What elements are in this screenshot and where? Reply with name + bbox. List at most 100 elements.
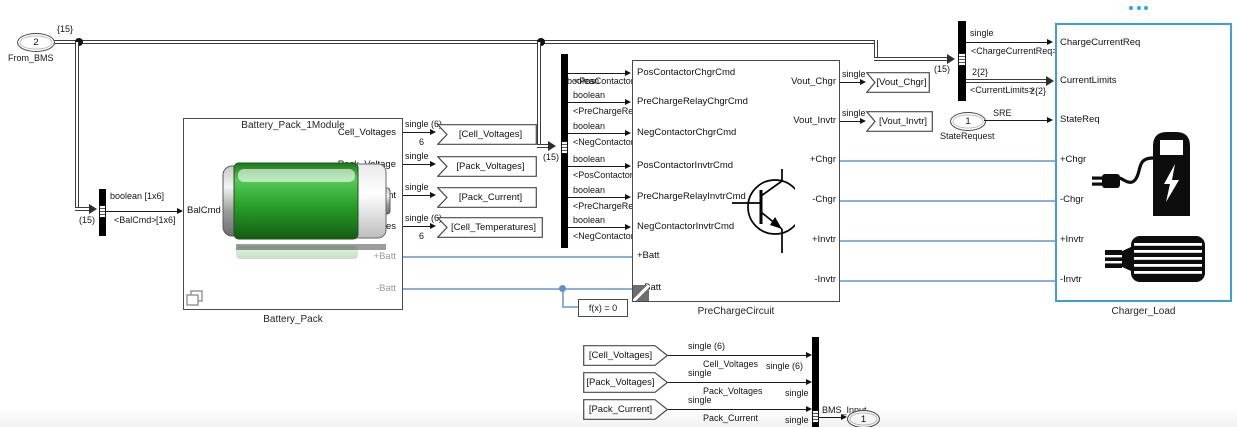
wire-precharge-relay-chgr[interactable]: [568, 102, 626, 104]
goto-label: [Cell_Voltages]: [458, 129, 523, 140]
wire-cell-temperatures[interactable]: [403, 226, 431, 228]
goto-label: [Pack_Current]: [458, 192, 523, 203]
goto-cell-temperatures[interactable]: [Cell_Temperatures]: [437, 217, 543, 238]
wire-bus-left-branch[interactable]: [75, 42, 79, 211]
inport-state-request[interactable]: 1: [950, 112, 986, 131]
bus-selector-icon: [958, 53, 966, 66]
wire-pos-contactor-chgr[interactable]: [568, 73, 626, 75]
battery-pack-name: Battery_Pack: [263, 314, 323, 325]
port-minus-chgr: -Chgr: [812, 194, 836, 205]
bus-selector-icon: [561, 141, 568, 154]
wire-current-limits[interactable]: [966, 79, 1048, 83]
wire-phys-plus-batt[interactable]: [403, 256, 632, 258]
wire-phys-solver-h[interactable]: [562, 306, 578, 308]
arrowhead: [430, 129, 436, 135]
wire-neg-contactor-chgr[interactable]: [568, 133, 626, 135]
from-pack-voltages[interactable]: [Pack_Voltages]: [583, 372, 668, 393]
wire-vout-invtr[interactable]: [840, 121, 861, 123]
bus-element-label: <ChargeCurrentReq>: [971, 46, 1058, 56]
wire-phys-minus-invtr[interactable]: [840, 280, 1055, 282]
bus-creator-icon: [812, 410, 819, 423]
wire-bus-from-bms[interactable]: [53, 40, 878, 44]
wire-neg-contactor-invtr[interactable]: [568, 227, 626, 229]
wire-pack-voltage[interactable]: [403, 164, 431, 166]
battery-icon: [222, 162, 391, 259]
signal-type-label: single: [842, 69, 866, 79]
arrowhead: [947, 54, 955, 64]
arrowhead: [860, 118, 866, 124]
junction-dot: [75, 38, 83, 46]
goto-vout-chgr[interactable]: [Vout_Chgr]: [866, 72, 930, 93]
arrowhead: [1047, 39, 1053, 45]
wire-state-req[interactable]: [984, 120, 1048, 122]
signal-type-label: boolean: [573, 185, 606, 195]
arrowhead: [806, 352, 812, 358]
solver-configuration-block[interactable]: f(x) = 0: [578, 299, 628, 317]
content-preview-badge-icon[interactable]: [633, 285, 649, 301]
bus-element-label: <PosContactorInvtrCmd>: [573, 170, 675, 180]
goto-cell-voltages[interactable]: [Cell_Voltages]: [437, 124, 537, 145]
from-label: [Pack_Current]: [588, 404, 653, 415]
inport-number: 2: [33, 37, 39, 48]
variant-badge-icon[interactable]: [186, 290, 203, 306]
wire-precharge-relay-invtr[interactable]: [568, 197, 626, 199]
from-pack-current[interactable]: [Pack_Current]: [583, 399, 668, 420]
bus-width-label: (15): [79, 215, 96, 225]
wire-phys-plus-invtr[interactable]: [840, 240, 1055, 242]
from-label: [Cell_Voltages]: [588, 350, 653, 361]
arrowhead: [625, 70, 631, 76]
signal-type-label: single (6): [405, 213, 443, 223]
wire-bms-cell-voltages[interactable]: [668, 355, 807, 357]
wire-bus-mid-branch[interactable]: [537, 42, 541, 148]
arrowhead: [806, 379, 812, 385]
arrowhead: [625, 163, 631, 169]
ellipsis-menu-icon[interactable]: [1129, 6, 1148, 10]
bus-element-label: <PosContactorChgrCmd>: [574, 76, 678, 86]
bus-element-label: <PreChargeRelayChgrCmd>: [573, 106, 689, 116]
signal-type-label: single: [688, 368, 712, 378]
goto-vout-invtr[interactable]: [Vout_Invtr]: [866, 111, 933, 132]
bus-creator-bottom[interactable]: [812, 337, 819, 427]
arrowhead: [430, 223, 436, 229]
signal-type-label: single: [785, 388, 809, 398]
solver-label: f(x) = 0: [588, 303, 618, 313]
wire-bms-pack-current[interactable]: [668, 409, 807, 411]
port-plus-chgr-in: +Chgr: [1060, 154, 1087, 165]
wire-bms-input[interactable]: [819, 417, 842, 419]
wire-pack-current[interactable]: [403, 195, 431, 197]
from-cell-voltages[interactable]: [Cell_Voltages]: [583, 345, 668, 366]
signal-type-label: single: [688, 395, 712, 405]
wire-bus-left-branch-h[interactable]: [75, 207, 91, 211]
port-vout-chgr: Vout_Chgr: [791, 76, 836, 87]
signal-type-label: boolean: [573, 154, 606, 164]
goto-pack-current[interactable]: [Pack_Current]: [437, 187, 537, 208]
wire-vout-chgr[interactable]: [840, 82, 861, 84]
wire-phys-solver-v[interactable]: [562, 288, 564, 308]
wire-phys-plus-chgr[interactable]: [840, 160, 1055, 162]
signal-width-label: 6: [419, 137, 425, 147]
signal-dim-label: 2{2}: [972, 67, 989, 77]
wire-cell-voltages[interactable]: [403, 132, 431, 134]
port-plus-batt-in: +Batt: [637, 250, 660, 261]
signal-name-label: Cell_Voltages: [703, 359, 759, 369]
port-current-limits: CurrentLimits: [1060, 75, 1117, 86]
precharge-circuit-block[interactable]: [632, 60, 840, 302]
wire-pos-contactor-invtr[interactable]: [568, 166, 626, 168]
wire-bus-trunk-down[interactable]: [874, 40, 878, 61]
arrowhead: [1046, 76, 1054, 86]
inport-from-bms[interactable]: 2: [17, 33, 55, 52]
signal-type-label: single: [842, 108, 866, 118]
wire-charge-current-req[interactable]: [966, 42, 1048, 44]
port-minus-invtr: -Invtr: [814, 274, 836, 285]
arrowhead: [625, 99, 631, 105]
goto-pack-voltages[interactable]: [Pack_Voltages]: [437, 156, 537, 177]
wire-balcmd[interactable]: [106, 211, 177, 213]
wire-phys-minus-chgr[interactable]: [840, 200, 1055, 202]
wire-bus-to-right-selector[interactable]: [874, 57, 947, 61]
signal-type-label: single: [785, 415, 809, 425]
wire-bms-pack-voltages[interactable]: [668, 382, 807, 384]
port-pos-contactor-invtr: PosContactorInvtrCmd: [637, 160, 734, 171]
wire-bus-mid-branch-h[interactable]: [537, 144, 550, 148]
outport-bms-input[interactable]: 1: [847, 410, 880, 427]
wire-phys-minus-batt[interactable]: [403, 288, 632, 290]
